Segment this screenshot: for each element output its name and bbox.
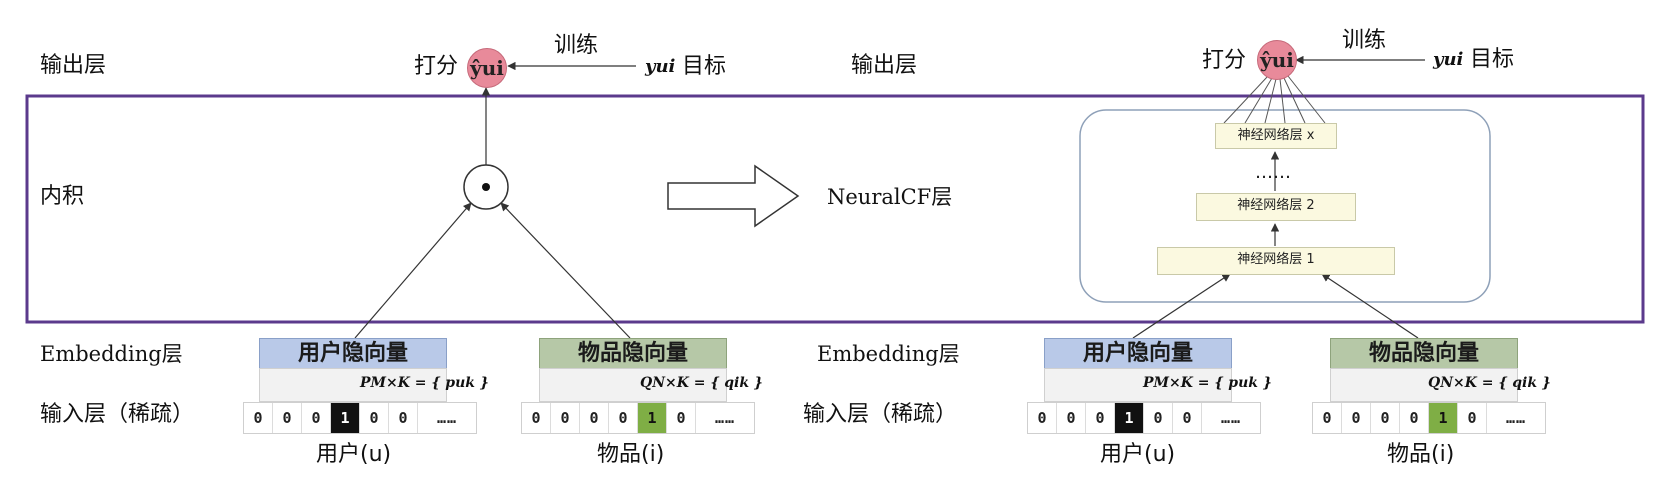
target-label-right: 目标: [1470, 47, 1515, 72]
item-matrix-left: [539, 368, 727, 402]
item-onehot-right: 0 0 0 0 1 0 ……: [1312, 402, 1546, 434]
nn-layer-x: 神经网络层 x: [1215, 123, 1337, 149]
main-frame: [25, 94, 1645, 324]
user-formula-left: PM×K = { puk }: [360, 375, 489, 391]
label-inner-product: 内积: [40, 184, 85, 209]
item-matrix-right: [1330, 368, 1518, 402]
target-y-right: yui: [1433, 49, 1464, 70]
user-embedding-right: 用户隐向量: [1044, 338, 1232, 370]
score-node-right: ŷui: [1257, 40, 1297, 80]
label-output-layer-right: 输出层: [851, 53, 918, 78]
label-embedding-layer: Embedding层: [40, 342, 183, 366]
nn-layer-2: 神经网络层 2: [1196, 193, 1356, 221]
nn-ellipsis: ……: [1255, 162, 1291, 183]
item-onehot-left: 0 0 0 0 1 0 ……: [521, 402, 755, 434]
label-output-layer: 输出层: [40, 53, 107, 78]
label-embedding-layer-right: Embedding层: [817, 342, 960, 366]
nn-layer-1: 神经网络层 1: [1157, 247, 1395, 275]
score-node-left: ŷui: [467, 48, 507, 88]
user-onehot-left: 0 0 0 1 0 0 ……: [243, 402, 477, 434]
target-label-left: 目标: [682, 54, 727, 79]
label-input-layer-right: 输入层（稀疏）: [803, 402, 958, 427]
score-label-left: 打分: [414, 54, 459, 79]
user-embedding-left: 用户隐向量: [259, 338, 447, 370]
item-embedding-right: 物品隐向量: [1330, 338, 1518, 370]
item-embedding-left: 物品隐向量: [539, 338, 727, 370]
label-neuralcf-layer: NeuralCF层: [827, 185, 953, 209]
item-label-right: 物品(i): [1387, 442, 1455, 467]
target-y-left: yui: [645, 56, 676, 77]
train-label-left: 训练: [554, 33, 599, 58]
user-label-right: 用户(u): [1100, 442, 1176, 467]
user-matrix-left: [259, 368, 447, 402]
score-label-right: 打分: [1202, 48, 1247, 73]
user-matrix-right: [1044, 368, 1232, 402]
train-label-right: 训练: [1342, 28, 1387, 53]
user-label-left: 用户(u): [316, 442, 392, 467]
user-onehot-right: 0 0 0 1 0 0 ……: [1027, 402, 1261, 434]
right-arrow-icon: [667, 164, 800, 228]
item-formula-left: QN×K = { qik }: [640, 375, 763, 391]
neural-box: [1079, 109, 1491, 303]
item-label-left: 物品(i): [597, 442, 665, 467]
user-formula-right: PM×K = { puk }: [1143, 375, 1272, 391]
item-formula-right: QN×K = { qik }: [1428, 375, 1551, 391]
label-input-layer: 输入层（稀疏）: [40, 402, 195, 427]
